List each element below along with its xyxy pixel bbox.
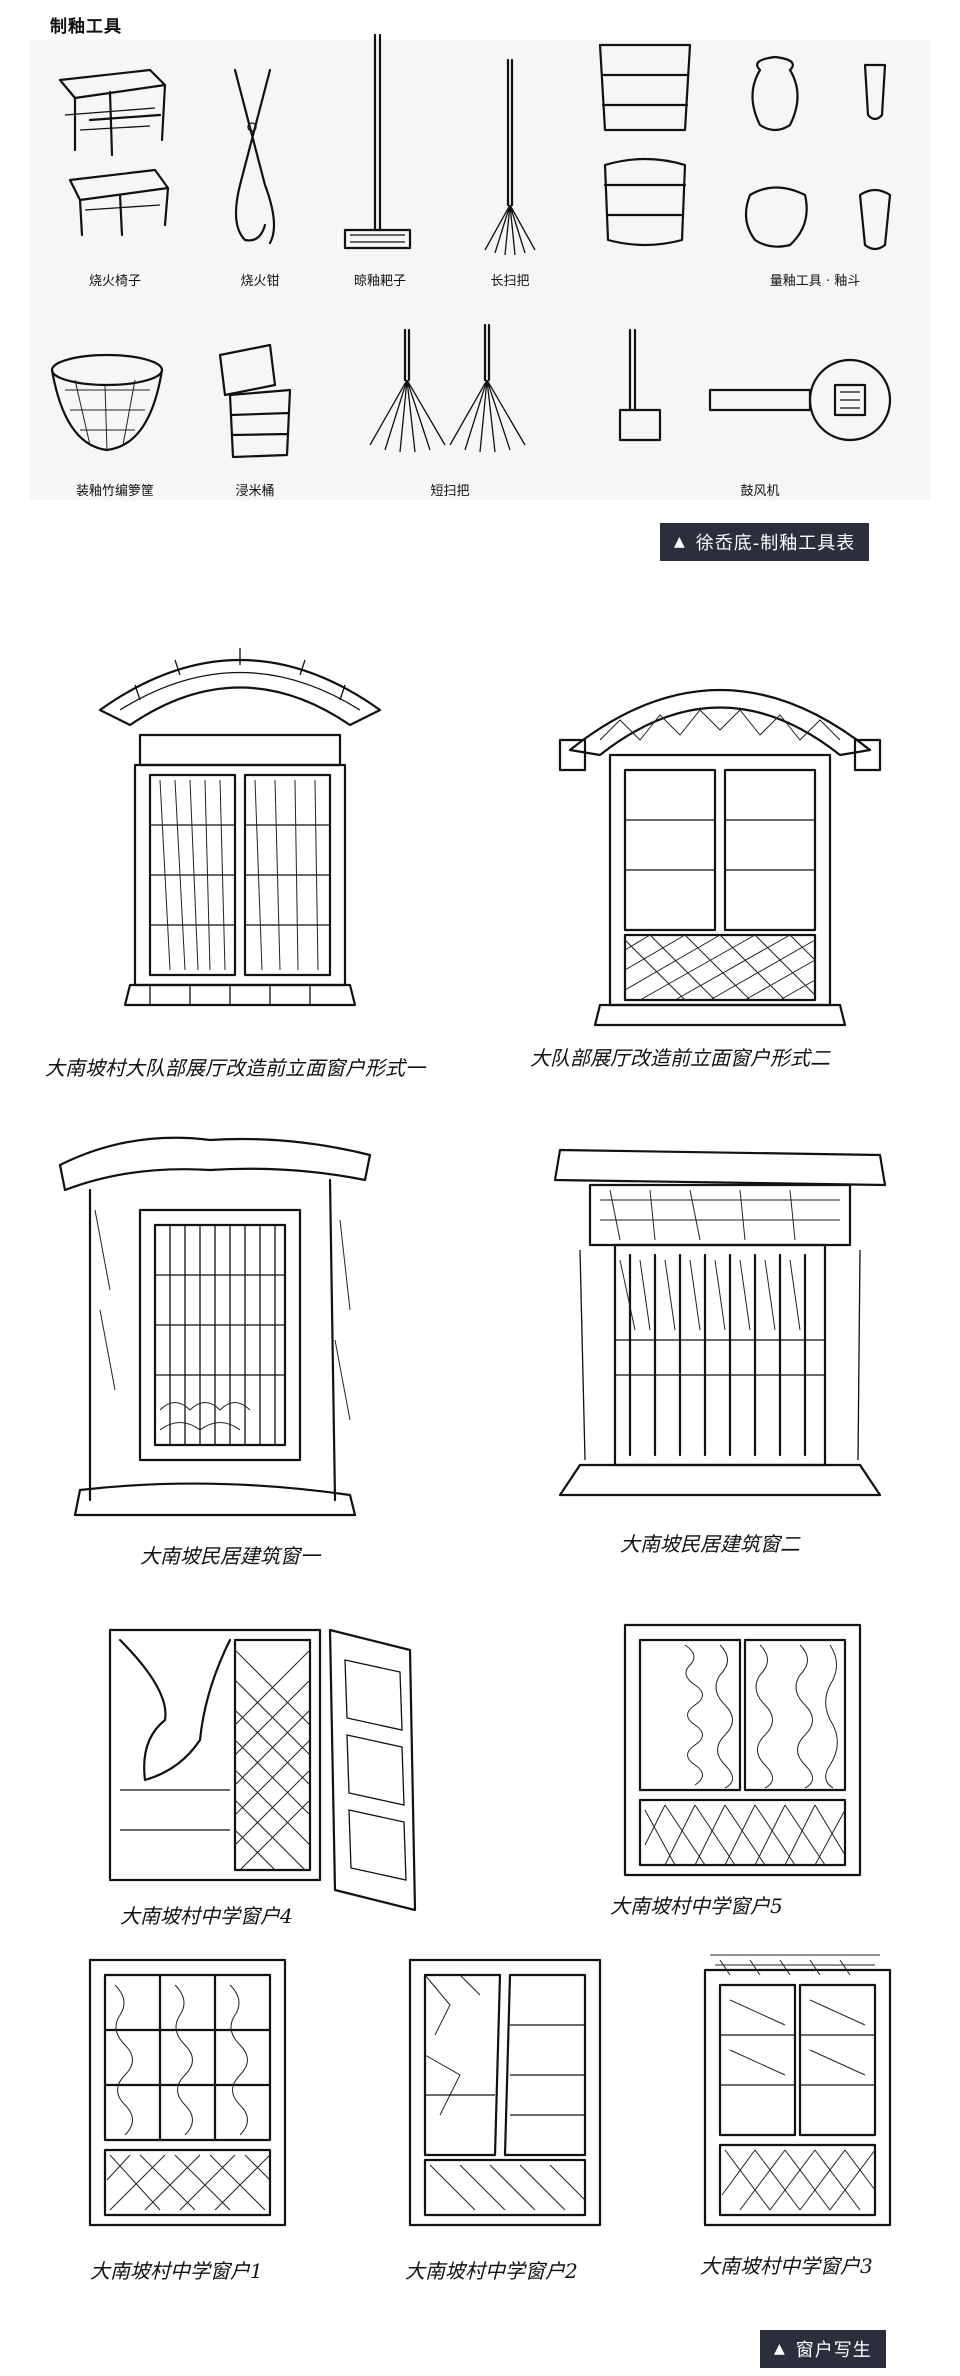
tool-label-long-broom: 长扫把 xyxy=(490,274,530,289)
window-sketch-6 xyxy=(623,1623,862,1877)
window-label-1: 大南坡村大队部展厅改造前立面窗户形式一 xyxy=(45,1056,425,1080)
windows-caption: 窗户写生 xyxy=(795,2340,872,2361)
tools-panel xyxy=(30,40,930,500)
tool-label-tongs: 烧火钳 xyxy=(240,274,280,289)
glaze-bucket-icon xyxy=(598,43,892,251)
blower-icon xyxy=(618,328,892,442)
windows-caption-badge: ▲ 窗户写生 xyxy=(760,2330,886,2368)
stool-icon xyxy=(58,68,170,237)
window-label-3: 大南坡民居建筑窗一 xyxy=(140,1544,320,1568)
tool-label-glaze-bucket: 量釉工具 · 釉斗 xyxy=(769,274,861,289)
tool-label-stool: 烧火椅子 xyxy=(88,274,141,289)
window-label-4: 大南坡民居建筑窗二 xyxy=(620,1532,800,1556)
window-label-9: 大南坡村中学窗户3 xyxy=(700,2254,873,2278)
triangle-icon: ▲ xyxy=(774,2341,786,2357)
window-label-8: 大南坡村中学窗户2 xyxy=(405,2259,578,2283)
triangle-icon: ▲ xyxy=(674,534,686,550)
window-sketch-8 xyxy=(408,1958,602,2227)
window-sketch-7 xyxy=(88,1958,287,2227)
tools-caption-badge: ▲ 徐岙底-制釉工具表 xyxy=(660,523,870,561)
window-sketch-1 xyxy=(98,648,382,1007)
long-broom-icon xyxy=(484,58,536,256)
rice-bucket-icon xyxy=(218,343,292,459)
tool-label-short-broom: 短扫把 xyxy=(430,484,470,499)
window-sketch-9 xyxy=(703,1954,892,2227)
tool-label-blower: 鼓风机 xyxy=(740,484,780,499)
rake-icon xyxy=(343,33,412,250)
tool-label-rice-bucket: 浸米桶 xyxy=(235,484,275,499)
tool-label-bamboo-basket: 装釉竹编箩筐 xyxy=(75,484,154,499)
tongs-icon xyxy=(233,68,276,245)
short-broom-icon xyxy=(369,323,526,453)
tools-caption: 徐岙底-制釉工具表 xyxy=(695,533,856,554)
window-sketch-3 xyxy=(58,1136,372,1517)
window-label-7: 大南坡村中学窗户1 xyxy=(90,2259,263,2283)
window-label-5: 大南坡村中学窗户4 xyxy=(120,1904,293,1928)
window-sketch-4 xyxy=(553,1148,887,1497)
window-sketch-2 xyxy=(558,689,882,1027)
tools-title: 制釉工具 xyxy=(50,17,122,37)
bamboo-basket-icon xyxy=(50,353,164,452)
tool-label-rake: 晾釉耙子 xyxy=(353,274,406,289)
window-label-2: 大队部展厅改造前立面窗户形式二 xyxy=(530,1046,830,1070)
window-sketch-5 xyxy=(108,1628,417,1912)
window-label-6: 大南坡村中学窗户5 xyxy=(610,1894,783,1918)
